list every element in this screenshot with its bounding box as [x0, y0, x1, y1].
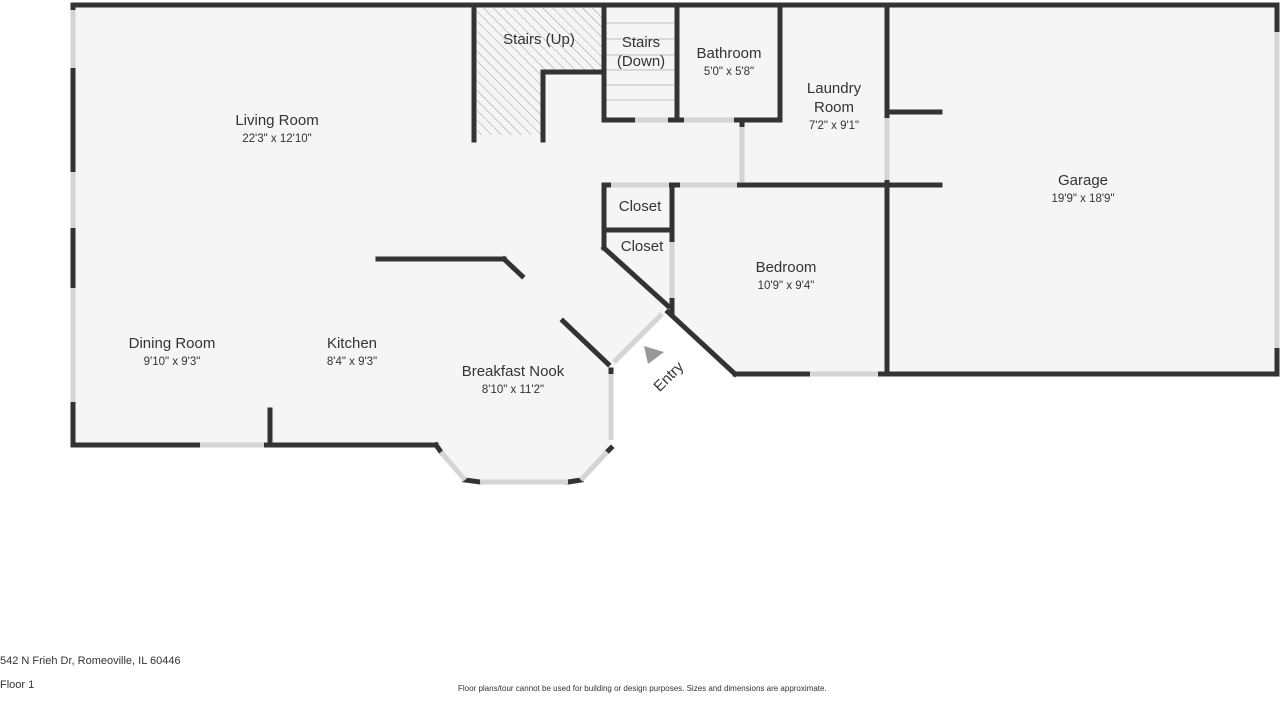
- room-name: Stairs (Up): [503, 31, 575, 48]
- entry-arrow-icon: [644, 346, 664, 364]
- windows: [70, 10, 1280, 485]
- room-bathroom: Bathroom 5'0" x 5'8": [696, 45, 761, 78]
- room-laundry-room: Laundry Room 7'2" x 9'1": [807, 80, 862, 132]
- room-dimensions: 10'9" x 9'4": [758, 280, 815, 292]
- room-name: Bedroom: [756, 259, 817, 276]
- walls: [70, 2, 1280, 485]
- room-name: Kitchen: [327, 335, 377, 352]
- room-dimensions: 5'0" x 5'8": [704, 66, 754, 78]
- room-closet-upper: Closet: [619, 198, 662, 215]
- room-name-line-1: Laundry: [807, 80, 862, 97]
- room-stairs-up: Stairs (Up): [503, 31, 575, 48]
- room-dimensions: 22'3" x 12'10": [242, 133, 311, 145]
- stairs-down-treads: [606, 22, 674, 101]
- room-garage: Garage 19'9" x 18'9": [1051, 172, 1114, 205]
- room-closet-lower: Closet: [621, 238, 664, 255]
- room-name-line-2: Room: [814, 99, 854, 116]
- room-dimensions: 8'4" x 9'3": [327, 356, 377, 368]
- room-dining-room: Dining Room 9'10" x 9'3": [129, 335, 216, 368]
- room-dimensions: 8'10" x 11'2": [482, 384, 544, 396]
- disclaimer: Floor plans/tour cannot be used for buil…: [458, 684, 827, 693]
- entry-label: Entry: [650, 358, 687, 395]
- room-kitchen: Kitchen 8'4" x 9'3": [327, 335, 377, 368]
- room-bedroom: Bedroom 10'9" x 9'4": [756, 259, 817, 292]
- room-stairs-down: Stairs (Down): [617, 34, 665, 70]
- room-name: Dining Room: [129, 335, 216, 352]
- room-name-line-1: Stairs: [622, 34, 660, 51]
- room-living-room: Living Room 22'3" x 12'10": [235, 112, 318, 145]
- room-dimensions: 19'9" x 18'9": [1051, 193, 1114, 205]
- room-name: Closet: [621, 238, 664, 255]
- room-name: Bathroom: [696, 45, 761, 62]
- room-name-line-2: (Down): [617, 53, 665, 70]
- room-breakfast-nook: Breakfast Nook 8'10" x 11'2": [462, 363, 565, 396]
- property-address: 542 N Frieh Dr, Romeoville, IL 60446: [0, 655, 181, 667]
- room-name: Garage: [1058, 172, 1108, 189]
- floor-label: Floor 1: [0, 679, 35, 691]
- room-dimensions: 7'2" x 9'1": [809, 120, 859, 132]
- room-dimensions: 9'10" x 9'3": [144, 356, 201, 368]
- floor-area: [73, 5, 1277, 482]
- room-name: Closet: [619, 198, 662, 215]
- room-name: Breakfast Nook: [462, 363, 565, 380]
- stairs-up-hatch: [477, 8, 602, 135]
- room-name: Living Room: [235, 112, 318, 129]
